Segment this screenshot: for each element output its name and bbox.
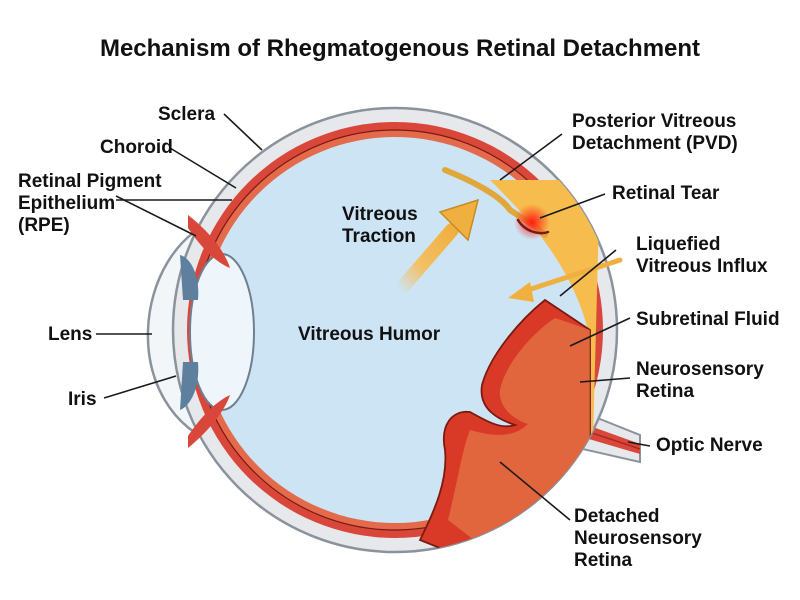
lens-shape — [189, 253, 255, 411]
vitreous-traction-arrow — [393, 198, 480, 297]
label-rpe-line3: (RPE) — [18, 215, 70, 236]
retinal-tear-flap — [516, 218, 550, 235]
label-neurosensory-retina-line1: Neurosensory — [636, 359, 764, 380]
vitreous-influx-arrow — [508, 257, 623, 302]
label-pvd-line1: Posterior Vitreous — [572, 111, 736, 132]
label-detached-retina-line2: Neurosensory — [574, 528, 702, 549]
iris-upper-shape — [180, 255, 199, 300]
label-detached-retina-line1: Detached — [574, 506, 660, 527]
iris-lower-shape — [180, 362, 199, 410]
label-detached-retina-line3: Retina — [574, 550, 633, 571]
ciliary-body-lower — [188, 395, 230, 448]
label-choroid: Choroid — [100, 137, 173, 158]
label-liquefied-influx-line2: Vitreous Influx — [636, 256, 768, 277]
label-retinal-tear: Retinal Tear — [612, 183, 720, 204]
label-liquefied-influx-line1: Liquefied — [636, 234, 720, 255]
label-vitreous-humor: Vitreous Humor — [298, 324, 441, 345]
label-vitreous-traction-line2: Traction — [342, 226, 416, 247]
diagram-title: Mechanism of Rhegmatogenous Retinal Deta… — [100, 35, 700, 62]
label-subretinal-fluid: Subretinal Fluid — [636, 309, 780, 330]
label-vitreous-traction-line1: Vitreous — [342, 204, 418, 225]
label-neurosensory-retina-line2: Retina — [636, 381, 695, 402]
label-sclera: Sclera — [158, 104, 215, 125]
label-optic-nerve: Optic Nerve — [656, 435, 763, 456]
ciliary-body-upper — [188, 215, 230, 268]
label-leaders — [96, 113, 651, 521]
label-lens: Lens — [48, 324, 92, 345]
label-rpe-line1: Retinal Pigment — [18, 171, 162, 192]
label-rpe-line2: Epithelium — [18, 193, 115, 214]
retinal-tear-glow — [514, 204, 550, 240]
label-pvd-line2: Detachment (PVD) — [572, 133, 738, 154]
label-iris: Iris — [68, 389, 97, 410]
